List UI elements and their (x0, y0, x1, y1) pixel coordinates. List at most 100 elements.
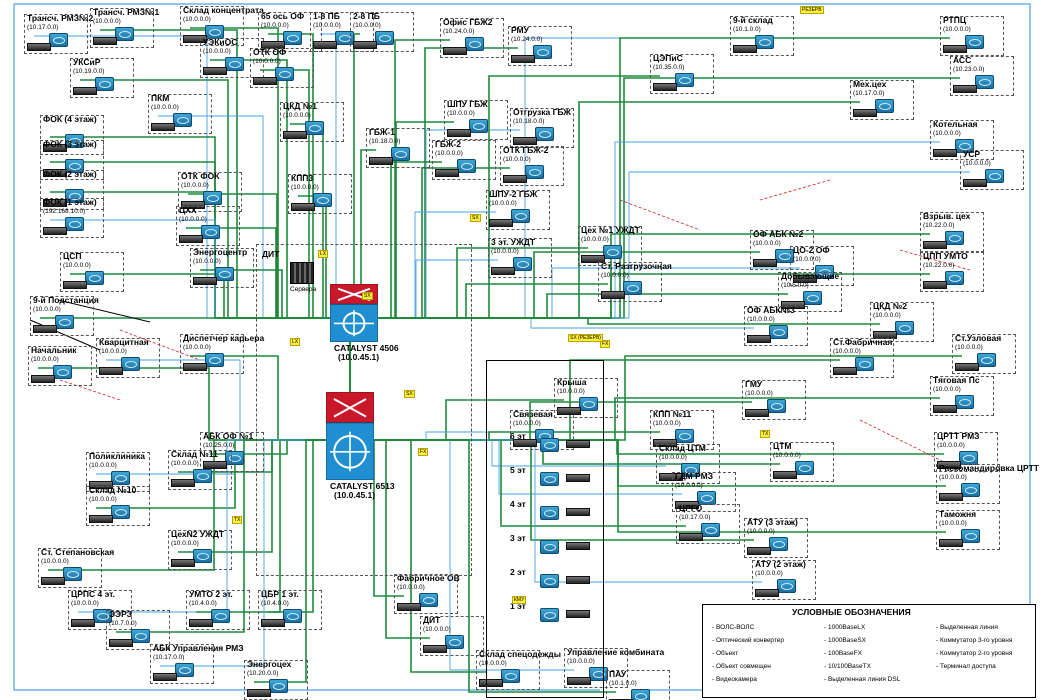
switch-icon[interactable] (675, 73, 694, 87)
switch-icon[interactable] (755, 35, 774, 49)
switch-icon[interactable] (965, 35, 984, 49)
switch-icon[interactable] (175, 663, 194, 677)
switch-icon[interactable] (501, 669, 520, 683)
switch-hub-icon (443, 47, 467, 55)
switch-icon[interactable] (525, 165, 544, 179)
site-ip: (10.4.0.0) (261, 600, 289, 607)
switch-icon[interactable] (579, 397, 598, 411)
switch-hub-icon (43, 199, 67, 207)
switch-icon[interactable] (675, 429, 694, 443)
switch-icon[interactable] (777, 579, 796, 593)
site-title: АТУ (2 этаж) (755, 559, 806, 569)
site-rmu: РМУ(10.24.0.0) (508, 26, 572, 66)
switch-icon[interactable] (111, 505, 130, 519)
switch-icon[interactable] (769, 325, 788, 339)
switch-icon[interactable] (115, 27, 134, 41)
switch-icon[interactable] (631, 689, 650, 700)
switch-icon[interactable] (283, 609, 302, 623)
switch-icon[interactable] (211, 609, 230, 623)
switch-icon[interactable] (533, 45, 552, 59)
switch-icon[interactable] (855, 357, 874, 371)
switch-icon[interactable] (375, 31, 394, 45)
switch-icon[interactable] (540, 506, 559, 520)
switch-icon[interactable] (465, 37, 484, 51)
switch-icon[interactable] (215, 267, 234, 281)
legend-item: - Видеокамера (712, 676, 757, 683)
switch-icon[interactable] (93, 609, 112, 623)
switch-icon[interactable] (457, 159, 476, 173)
switch-icon[interactable] (173, 113, 192, 127)
switch-icon[interactable] (955, 395, 974, 409)
switch-icon[interactable] (445, 635, 464, 649)
switch-icon[interactable] (803, 291, 822, 305)
switch-icon[interactable] (681, 463, 700, 477)
site-ip: (10.0.0.0) (89, 462, 117, 469)
switch-icon[interactable] (701, 523, 720, 537)
switch-icon[interactable] (895, 321, 914, 335)
switch-icon[interactable] (535, 127, 554, 141)
switch-hub-icon (193, 277, 217, 285)
switch-icon[interactable] (65, 189, 84, 203)
switch-icon[interactable] (65, 217, 84, 231)
switch-icon[interactable] (85, 271, 104, 285)
switch-icon[interactable] (53, 365, 72, 379)
site-disp: Диспетчер карьера(10.0.0.0) (180, 334, 264, 374)
switch-icon[interactable] (513, 257, 532, 271)
switch-icon[interactable] (49, 33, 68, 47)
switch-icon[interactable] (975, 75, 994, 89)
switch-icon[interactable] (945, 231, 964, 245)
switch-icon[interactable] (283, 31, 302, 45)
switch-icon[interactable] (540, 574, 559, 588)
switch-icon[interactable] (275, 67, 294, 81)
switch-icon[interactable] (469, 119, 488, 133)
site-title: 9-й Подстанция (33, 295, 99, 305)
switch-icon[interactable] (111, 471, 130, 485)
switch-icon[interactable] (193, 469, 212, 483)
switch-icon[interactable] (540, 472, 559, 486)
switch-icon[interactable] (767, 399, 786, 413)
switch-icon[interactable] (95, 77, 114, 91)
switch-icon[interactable] (225, 451, 244, 465)
switch-icon[interactable] (269, 679, 288, 693)
site-crtt: ЦРТТ РМЗ(10.0.0.0) (934, 432, 998, 472)
link-tag: FX (418, 448, 429, 456)
core-switch-core2[interactable] (325, 391, 375, 481)
switch-icon[interactable] (131, 629, 150, 643)
switch-icon[interactable] (65, 159, 84, 173)
switch-icon[interactable] (540, 540, 559, 554)
switch-icon[interactable] (55, 315, 74, 329)
switch-icon[interactable] (511, 209, 530, 223)
switch-icon[interactable] (121, 357, 140, 371)
switch-icon[interactable] (201, 225, 220, 239)
dsl-link (899, 249, 971, 271)
switch-icon[interactable] (65, 134, 84, 148)
switch-icon[interactable] (961, 483, 980, 497)
switch-icon[interactable] (419, 593, 438, 607)
switch-icon[interactable] (193, 549, 212, 563)
switch-icon[interactable] (875, 99, 894, 113)
switch-icon[interactable] (961, 529, 980, 543)
switch-icon[interactable] (540, 438, 559, 452)
switch-icon[interactable] (603, 245, 622, 259)
switch-icon[interactable] (205, 353, 224, 367)
switch-icon[interactable] (977, 353, 996, 367)
switch-icon[interactable] (305, 121, 324, 135)
site-ip: (10.23.0.0) (953, 66, 985, 73)
switch-icon[interactable] (313, 193, 332, 207)
switch-icon[interactable] (203, 191, 222, 205)
switch-icon[interactable] (225, 57, 244, 71)
switch-icon[interactable] (623, 281, 642, 295)
switch-icon[interactable] (391, 147, 410, 161)
switch-icon[interactable] (945, 271, 964, 285)
site-ip: (10.0.0.0) (423, 626, 451, 633)
switch-hub-icon (171, 559, 195, 567)
switch-icon[interactable] (795, 461, 814, 475)
switch-icon[interactable] (769, 537, 788, 551)
switch-icon[interactable] (697, 491, 716, 505)
site-ctm: ЦТМ(10.0.0.0) (770, 442, 834, 482)
switch-icon[interactable] (985, 169, 1004, 183)
switch-hub-icon (933, 149, 957, 157)
switch-icon[interactable] (63, 567, 82, 581)
switch-icon[interactable] (955, 139, 974, 153)
switch-icon[interactable] (540, 608, 559, 622)
